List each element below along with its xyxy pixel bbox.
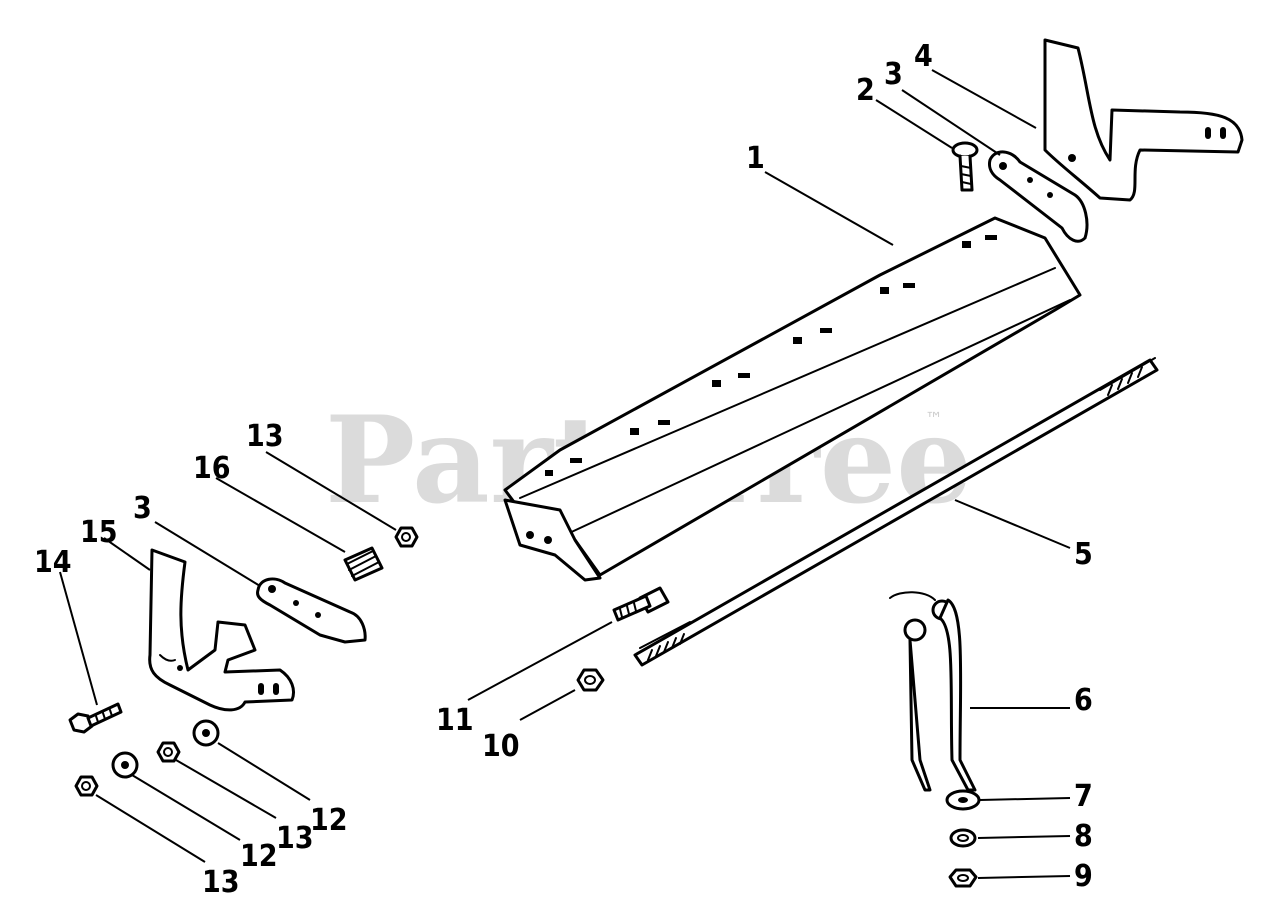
callout-3-upper: 3 [884,57,903,92]
callout-1: 1 [746,141,765,176]
callout-5: 5 [1074,537,1093,572]
part-13-nut-b [156,741,181,763]
part-16-spring [343,546,384,582]
part-8-lock-washer [949,828,977,848]
callout-8: 8 [1074,819,1093,854]
callout-14: 14 [34,545,72,580]
callout-13-c: 13 [202,865,240,900]
callout-3-lower: 3 [133,491,152,526]
callout-6: 6 [1074,683,1093,718]
part-3-upper-link-plate [988,150,1089,243]
callout-13-b: 13 [276,821,314,856]
callout-11: 11 [436,703,474,738]
part-1-channel [503,216,1082,582]
channel-slots [545,235,997,476]
part-4-upper-bracket [1043,38,1244,202]
callout-12-b: 12 [240,839,278,874]
callout-16: 16 [193,451,231,486]
callout-15: 15 [80,515,118,550]
leader-lines [59,69,1071,879]
part-2-carriage-bolt [951,141,979,192]
part-13-nut-c [74,775,99,797]
callout-2: 2 [856,73,875,108]
part-11-bolt [612,586,670,622]
callout-4: 4 [914,39,933,74]
part-12-washer-b [111,751,139,779]
part-14-bolt [68,702,123,734]
part-5-threaded-rod [633,357,1159,667]
part-15-lower-bracket [148,548,295,712]
part-12-washer-a [192,719,220,747]
callout-10: 10 [482,729,520,764]
part-3-lower-link-plate [256,577,367,644]
callout-13-a: 13 [246,419,284,454]
callout-12-a: 12 [310,803,348,838]
watermark-trademark: ™ [925,409,943,430]
part-7-washer [945,789,981,811]
callout-9: 9 [1074,859,1093,894]
callout-7: 7 [1074,779,1093,814]
part-10-nut [576,668,605,692]
part-9-nut [948,868,978,888]
callouts: 1 2 3 4 5 6 7 8 9 10 11 12 12 13 13 13 1… [34,39,1093,900]
part-13-nut-a [394,526,419,548]
part-6-spring-rod [889,591,977,792]
